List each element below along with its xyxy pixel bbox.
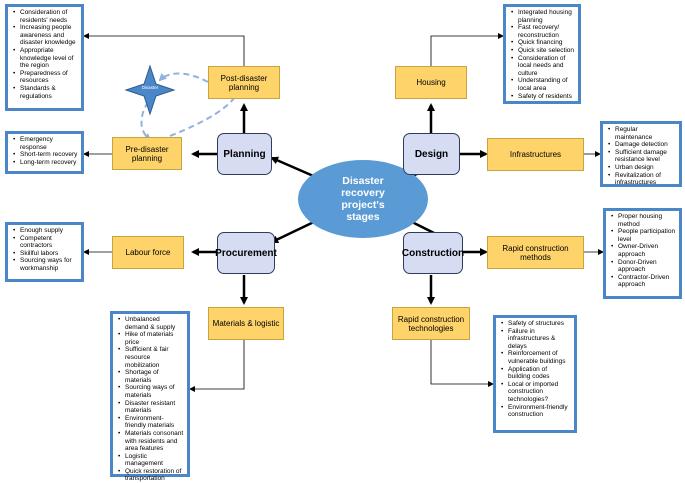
list-item: Fast recovery/ reconstruction (511, 24, 575, 39)
list-labour-force: Enough supply Competent contractors Skil… (5, 222, 84, 282)
list-item: Safety of residents (511, 93, 575, 101)
list-item: Skillful labors (13, 250, 78, 258)
list-item: People participation level (611, 228, 676, 243)
list-item: Enough supply (13, 227, 78, 235)
list-item: Quick restoration of transportation (118, 468, 184, 483)
list-item: Application of building codes (501, 366, 571, 381)
list-item: Short-term recovery (13, 151, 78, 159)
rapid-methods-line-1: Rapid construction (502, 243, 569, 253)
list-item: Integrated housing planning (511, 9, 575, 24)
list-item: Owner-Driven approach (611, 243, 676, 258)
rapid-tech-line-1: Rapid construction (397, 314, 465, 324)
list-item: Contractor-Driven approach (611, 274, 676, 289)
rapid-methods-line-2: methods (520, 252, 551, 262)
list-item: Preparedness of resources (13, 70, 78, 85)
list-item: Proper housing method (611, 213, 676, 228)
list-item: Reinforcement of vulnerable buildings (501, 350, 571, 365)
list-item: Long-term recovery (13, 159, 78, 167)
list-item: Disaster resistant materials (118, 400, 184, 415)
pre-disaster-line-1: Pre-disaster (125, 144, 169, 154)
list-rapid-methods: Proper housing method People participati… (603, 208, 682, 299)
list-item: Hike of materials price (118, 331, 184, 346)
post-disaster-line-2: planning (228, 82, 260, 92)
list-item: Increasing people awareness and disaster… (13, 24, 78, 47)
center-line-3: project's (341, 199, 385, 211)
post-disaster-line-1: Post-disaster (220, 73, 268, 83)
box-infrastructures: Infrastructures (487, 138, 584, 171)
center-line-1: Disaster (342, 175, 384, 187)
box-labour-force: Labour force (112, 236, 184, 269)
list-item: Shortage of materials (118, 369, 184, 384)
list-item: Consideration of local needs and culture (511, 55, 575, 78)
list-post-disaster: Consideration of residents' needs Increa… (5, 4, 84, 111)
stage-construction: Construction (402, 232, 464, 274)
list-item: Logistic management (118, 453, 184, 468)
list-item: Safety of structures (501, 320, 571, 328)
list-item: Unbalanced demand & supply (118, 316, 184, 331)
disaster-star-icon (124, 64, 176, 116)
pre-disaster-line-2: planning (131, 153, 163, 163)
stage-procurement: Procurement (215, 232, 277, 274)
list-item: Local or imported construction technolog… (501, 381, 571, 404)
stage-planning: Planning (217, 133, 272, 175)
box-materials-logistic: Materials & logistic (208, 307, 284, 340)
star-label: Disaster (141, 85, 159, 90)
list-item: Competent contractors (13, 235, 78, 250)
list-item: Appropriate knowledge level of the regio… (13, 47, 78, 70)
list-item: Consideration of residents' needs (13, 9, 78, 24)
list-rapid-tech: Safety of structures Failure in infrastr… (493, 315, 577, 433)
list-item: Environment- friendly materials (118, 415, 184, 430)
list-item: Donor-Driven approach (611, 259, 676, 274)
list-item: Materials consonant with residents and a… (118, 430, 184, 453)
center-line-4: stages (346, 211, 380, 223)
list-item: Damage detection (608, 141, 676, 149)
list-item: Urban design (608, 164, 676, 172)
list-item: Revitalization of infrastructures (608, 172, 676, 187)
list-item: Understanding of local area (511, 77, 575, 92)
list-infrastructures: Regular maintenance Damage detection Suf… (600, 121, 682, 187)
rapid-tech-line-2: technologies (408, 323, 454, 333)
list-item: Emergency response (13, 136, 78, 151)
list-item: Quick site selection (511, 47, 575, 55)
list-materials: Unbalanced demand & supply Hike of mater… (110, 311, 190, 482)
list-item: Standards & regulations (13, 85, 78, 100)
list-item: Sufficient damage resistance level (608, 149, 676, 164)
list-item: Environment-friendly construction (501, 404, 571, 419)
center-line-2: recovery (341, 187, 385, 199)
box-housing: Housing (395, 66, 467, 99)
list-item: Quick financing (511, 39, 575, 47)
stage-design: Design (403, 133, 460, 175)
list-item: Sufficient & fair resource mobilization (118, 346, 184, 369)
list-item: Failure in infrastructures & delays (501, 328, 571, 351)
list-housing: Integrated housing planning Fast recover… (503, 4, 581, 104)
list-item: Regular maintenance (608, 126, 676, 141)
list-item: Sourcing ways of materials (118, 384, 184, 399)
list-pre-disaster: Emergency response Short-term recovery L… (5, 131, 84, 174)
list-item: Sourcing ways for workmanship (13, 257, 78, 272)
